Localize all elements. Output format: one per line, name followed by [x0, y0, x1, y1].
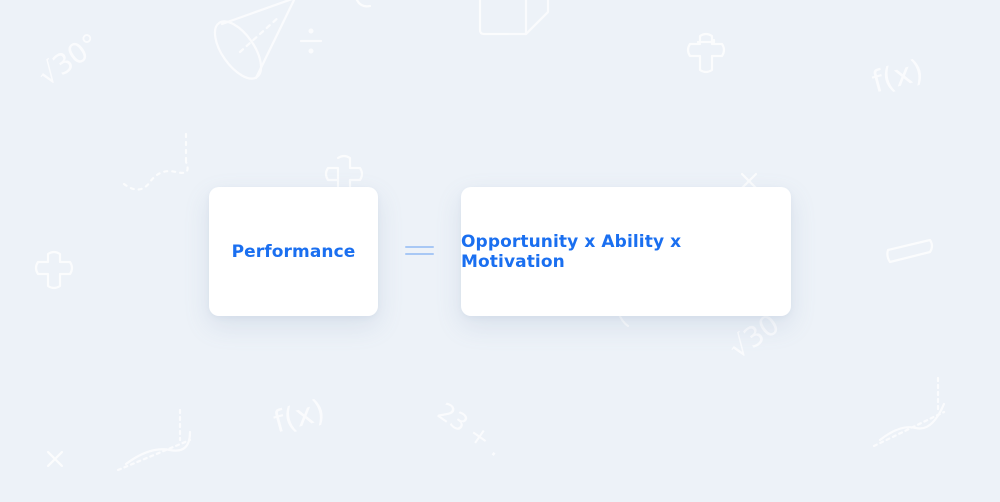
plus-doodle-icon-left [34, 250, 74, 290]
sqrt-30-doodle-icon: √30° [32, 27, 106, 93]
fx-right-text: f(x) [868, 53, 927, 100]
formula-label: Opportunity x Ability x Motivation [461, 231, 682, 272]
plus-doodle-icon-mid [324, 154, 364, 192]
graph-doodle-icon-right [872, 376, 946, 448]
equals-bar-bottom [405, 253, 434, 255]
cube-doodle-icon [478, 0, 550, 36]
sqrt-30-doodle-icon-mid: √30 [616, 308, 786, 366]
fx-bottom-text: f(x) [270, 393, 329, 440]
divide-doodle-icon [299, 28, 323, 54]
number-23-text: 23 + . [432, 397, 508, 462]
sqrt-30-mid-text: √30 [723, 308, 786, 366]
cone-doodle-icon [213, 0, 296, 80]
performance-card: Performance [209, 187, 378, 316]
formula-card: Opportunity x Ability x Motivation [461, 187, 791, 316]
fx-doodle-icon-right: f(x) [868, 53, 927, 100]
fx-doodle-icon-bottom: f(x) [270, 393, 329, 440]
graph-doodle-icon-left [116, 408, 192, 472]
performance-label: Performance [231, 241, 356, 262]
x-doodle-icon-bottom [46, 450, 64, 468]
equals-icon [405, 244, 434, 257]
number-doodle-icon: 23 + . [432, 397, 508, 462]
minus-doodle-icon [886, 238, 934, 264]
equals-bar-top [405, 246, 434, 248]
wave-doodle-icon-left [122, 132, 189, 191]
hook-doodle-icon [355, 0, 372, 8]
sqrt-30-left-text: √30° [32, 27, 106, 93]
x-doodle-icon-mid [740, 172, 758, 190]
plus-doodle-icon-top [686, 32, 726, 74]
